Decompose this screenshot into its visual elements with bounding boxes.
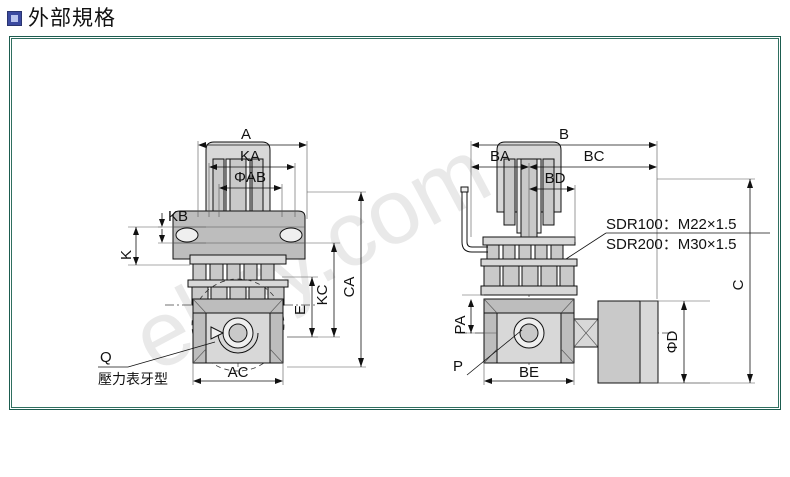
blue-square-icon <box>7 11 22 26</box>
dim-label-B: B <box>559 126 569 143</box>
dim-label-BA: BA <box>490 148 510 165</box>
dim-label-BC: BC <box>584 148 605 165</box>
dim-label-BE: BE <box>519 364 539 381</box>
drawing-panel: ehsy.com <box>9 36 781 410</box>
callout-tag-Q: Q <box>100 349 112 366</box>
dim-label-CA: CA <box>341 277 358 298</box>
dim-label-KC: KC <box>314 284 331 305</box>
dim-label-KB: KB <box>168 208 188 225</box>
dim-label-BD: BD <box>545 170 566 187</box>
callout-tag-P: P <box>453 358 463 375</box>
screenshot-root: 外部規格 ehsy.com <box>0 0 790 410</box>
dim-label-KA: KA <box>240 148 260 165</box>
thread-note-line1: SDR100：M22×1.5 <box>606 216 737 233</box>
dim-label-A: A <box>241 126 251 143</box>
dim-label-PA: PA <box>452 316 469 335</box>
dim-label-PHI-D: ΦD <box>664 330 681 353</box>
page-title: 外部規格 <box>28 6 116 30</box>
dim-label-E: E <box>292 305 309 315</box>
dim-label-K: K <box>118 250 135 260</box>
dim-label-AC: AC <box>228 364 249 381</box>
thread-note-line2: SDR200：M30×1.5 <box>606 236 737 253</box>
callout-text-gauge-thread: 壓力表牙型 <box>98 372 168 388</box>
drawing-panel-inner-border <box>11 38 779 408</box>
section-header: 外部規格 <box>0 0 790 40</box>
dim-label-C: C <box>730 279 747 290</box>
side-view: B BA BC BD SDR100：M22×1.5 SDR200：M30×1.5 <box>452 126 770 385</box>
dim-label-PHI-AB: ΦAB <box>234 169 266 186</box>
front-view: A KA ΦAB KB <box>98 126 366 388</box>
